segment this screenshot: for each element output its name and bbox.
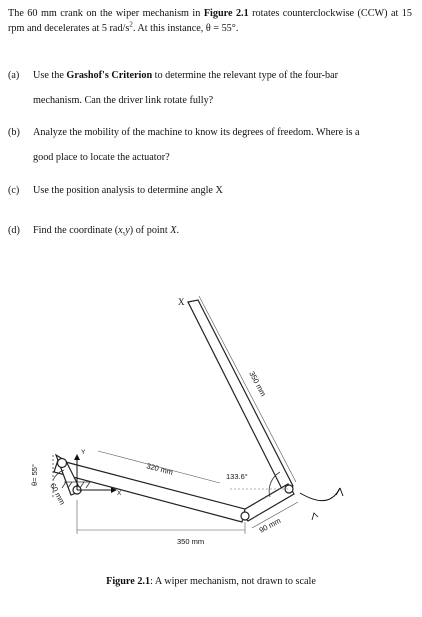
intro-text-1: The 60 mm crank on the wiper mechanism i… — [8, 8, 204, 19]
coupler-link — [53, 459, 246, 523]
question-label: (d) — [8, 225, 20, 236]
problem-intro: The 60 mm crank on the wiper mechanism i… — [8, 7, 412, 36]
figure-reference: Figure 2.1 — [203, 8, 249, 19]
wiper-arm-link — [187, 299, 294, 492]
text-line-2: mechanism. Can the driver link rotate fu… — [33, 94, 214, 106]
exponent: 2 — [129, 20, 133, 29]
dim-wiper-arm — [198, 295, 297, 483]
caption-text: : A wiper mechanism, not drawn to scale — [150, 576, 316, 587]
dim-350-horizontal-label: 350 mm — [177, 537, 204, 546]
italic-segment: X — [170, 225, 177, 236]
angle-133-arc — [230, 471, 289, 498]
question-text: Use the position analysis to determine a… — [33, 185, 223, 196]
question-label: (b) — [8, 127, 20, 138]
question-text: Find the coordinate (x,y) of point X. — [33, 224, 411, 239]
text-segment: Use the — [33, 70, 67, 81]
xy-axes — [74, 454, 117, 493]
grashof-term: Grashof's Criterion — [66, 70, 153, 81]
angle-133-label: 133.6° — [226, 472, 248, 481]
axis-y-label: Y — [81, 449, 86, 456]
rocker-ground-pin — [284, 484, 294, 494]
text-segment: ) of point — [129, 225, 171, 236]
text-segment: to determine the relevant type of the fo… — [152, 70, 339, 81]
dim-320-label: 320 mm — [145, 461, 173, 477]
intro-text-2: rotates counterclockwise (CCW) at 15 rpm… — [8, 8, 412, 34]
text-line-1: Analyze the mobility of the machine to k… — [33, 127, 360, 138]
dim-350-vertical-label: 350 mm — [247, 370, 268, 398]
dim-coupler — [97, 450, 221, 484]
text-line-2: good place to locate the actuator? — [33, 151, 170, 163]
caption-figure-number: Figure 2.1 — [106, 576, 151, 587]
text-segment: Find the coordinate ( — [33, 225, 119, 236]
italic-segment: x,y — [118, 225, 130, 236]
coupler-rocker-pin — [240, 511, 250, 521]
text-segment: . — [176, 225, 179, 236]
ground-hatch — [61, 481, 92, 489]
intro-text-3: . At this instance, θ = 55°. — [132, 22, 239, 34]
dim-horizontal — [76, 500, 246, 534]
question-label: (c) — [8, 185, 20, 196]
dim-90-label: 90 mm — [258, 516, 282, 535]
theta-label: θ= 55° — [30, 464, 39, 486]
crank-coupler-pin — [56, 457, 68, 469]
axis-x-label: X — [117, 490, 122, 497]
question-label: (a) — [8, 70, 20, 81]
dim-rocker — [251, 501, 299, 529]
question-text: Analyze the mobility of the machine to k… — [33, 126, 411, 165]
theta-angle — [52, 455, 65, 497]
point-x-label: X — [178, 297, 185, 307]
figure-caption: Figure 2.1: A wiper mechanism, not drawn… — [0, 576, 422, 587]
question-text: Use the Grashof's Criterion to determine… — [33, 69, 411, 108]
rotation-arrow — [299, 487, 344, 521]
